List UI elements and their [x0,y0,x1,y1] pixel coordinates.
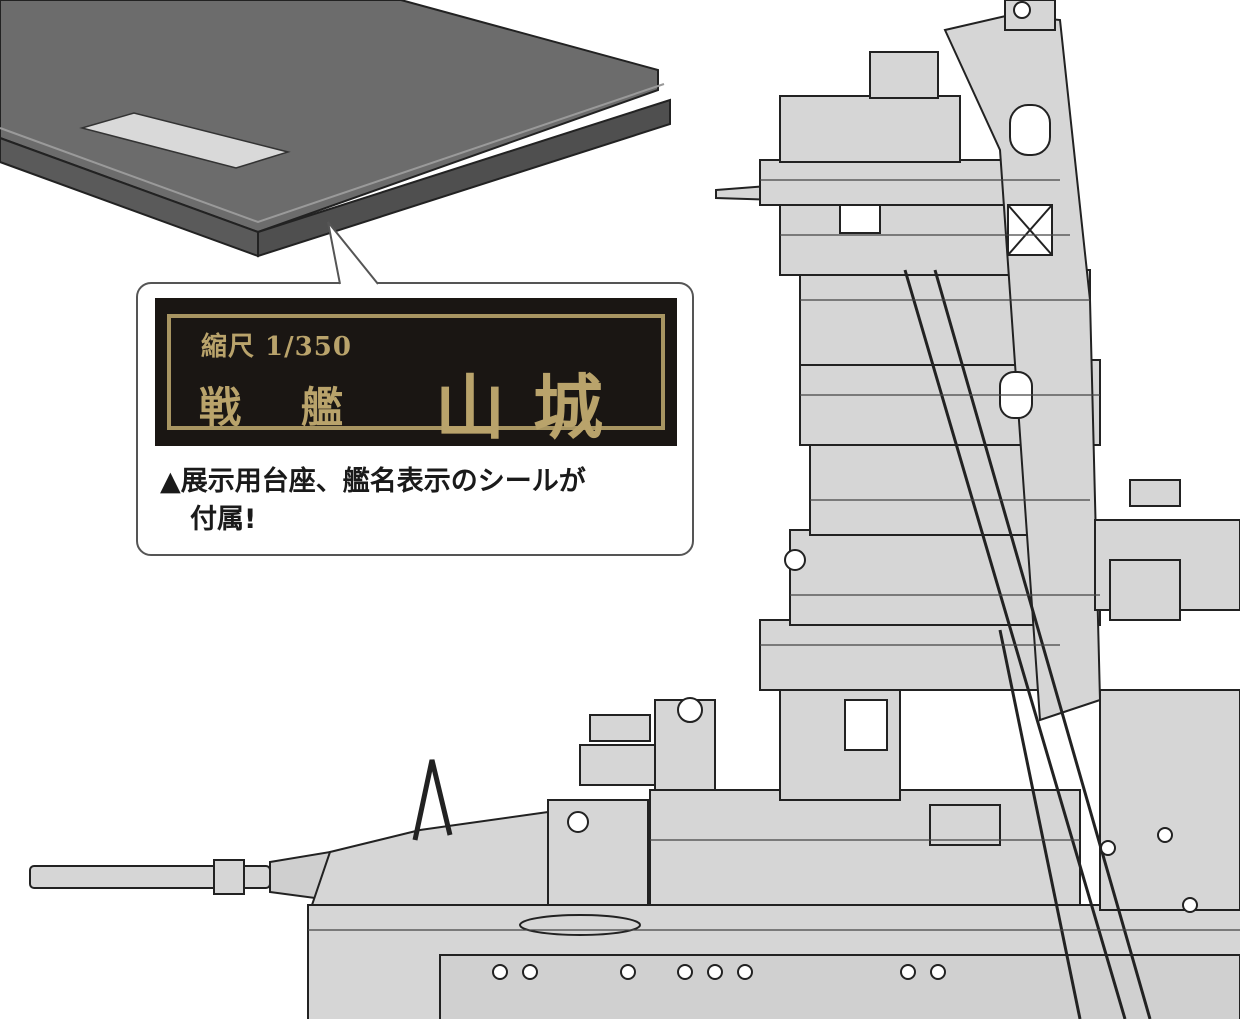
caption-text: ▲展示用台座、艦名表示のシールが 付属! [160,463,680,539]
ship-type-char-2: 艦 [301,383,344,432]
label-area [79,112,291,169]
scale-text: 縮尺 1/350 [201,332,352,362]
caption-line-1: ▲展示用台座、艦名表示のシールが [160,466,586,497]
ship-nameplate-sticker: 縮尺 1/350 戦 艦 山 城 [155,298,677,449]
caption-line-2: 付属! [190,504,257,535]
ship-name-char-1: 山 [435,366,505,449]
display-base [0,0,671,258]
nameplate-frame [167,314,665,430]
ship-type-char-1: 戦 [199,383,242,432]
upper-bridge [779,95,961,163]
ship-name-char-2: 城 [533,366,603,449]
main-gun [29,850,331,902]
